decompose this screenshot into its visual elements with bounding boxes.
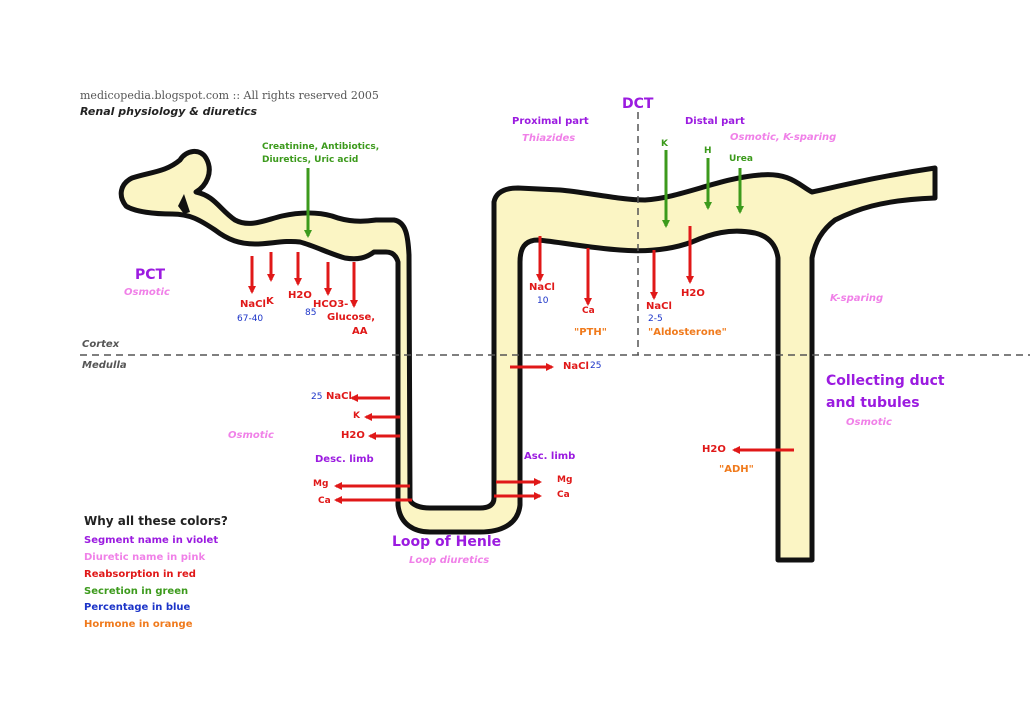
pct-segment-name: PCT [135,267,166,283]
collecting-osmotic: Osmotic [846,417,892,428]
pct-nacl-percentage: 67-40 [237,314,264,324]
desc-limb-label: Desc. limb [315,454,374,465]
dct-nacl-prox-label: NaCl [529,282,555,293]
pct-diuretic: Osmotic [124,287,170,298]
desc-nacl-label: NaCl [326,391,352,402]
dct-urea-secretion-label: Urea [729,154,753,164]
pct-secretion-line1: Creatinine, Antibiotics, [262,142,380,152]
page-title: Renal physiology & diuretics [80,105,258,118]
collecting-k-sparing: K-sparing [830,293,884,304]
dct-nacl-dist-percentage: 2-5 [648,314,663,324]
dct-distal-diuretic: Osmotic, K-sparing [730,132,837,143]
collecting-duct-name-line1: Collecting duct [826,373,945,389]
dct-nacl-dist-label: NaCl [646,301,672,312]
collecting-adh-hormone: "ADH" [719,464,754,475]
legend-item-green: Secretion in green [84,586,189,597]
loop-of-henle-name: Loop of Henle [392,534,502,550]
medulla-label: Medulla [82,360,127,371]
dct-k-secretion-label: K [661,139,668,149]
desc-mg-label: Mg [313,479,329,489]
dct-thiazides: Thiazides [522,133,576,144]
desc-k-label: K [353,411,360,421]
source-credit: medicopedia.blogspot.com :: All rights r… [80,89,379,102]
legend-item-pink: Diuretic name in pink [84,552,206,563]
pct-secretion-line2: Diuretics, Uric acid [262,155,359,165]
cortex-label: Cortex [82,339,120,350]
dct-aldosterone-hormone: "Aldosterone" [648,327,727,338]
asc-nacl-label: NaCl [563,361,589,372]
asc-limb-label: Asc. limb [524,451,576,462]
desc-h2o-label: H2O [341,430,365,441]
pct-hco3-label: HCO3- [313,299,349,310]
pct-nacl-label: NaCl [240,299,266,310]
nephron-tubule [118,149,938,563]
pct-k-label: K [266,296,274,307]
pct-hco3-percentage: 85 [305,308,317,318]
loop-diuretics: Loop diuretics [409,555,490,566]
dct-h-secretion-label: H [704,146,712,156]
asc-ca-label: Ca [557,490,570,500]
desc-ca-label: Ca [318,496,331,506]
dct-pth-hormone: "PTH" [574,327,607,338]
collecting-h2o-label: H2O [702,444,726,455]
collecting-duct-name-line2: and tubules [826,395,920,411]
desc-osmotic-diuretic: Osmotic [228,430,274,441]
pct-glucose-label: Glucose, [327,312,376,323]
legend-title: Why all these colors? [84,514,228,528]
pct-h2o-label: H2O [288,290,312,301]
asc-nacl-percentage: 25 [590,361,602,371]
legend-item-red: Reabsorption in red [84,569,196,580]
dct-nacl-prox-percentage: 10 [537,296,549,306]
legend-item-orange: Hormone in orange [84,619,193,630]
dct-ca-label: Ca [582,306,595,316]
dct-segment-name: DCT [622,96,654,112]
legend-item-violet: Segment name in violet [84,535,219,546]
glomerulus-notch [172,194,190,214]
dct-proximal-part: Proximal part [512,116,589,127]
legend-item-blue: Percentage in blue [84,602,191,613]
desc-nacl-percentage: 25 [311,392,323,402]
dct-distal-part: Distal part [685,116,745,127]
pct-aa-label: AA [352,326,368,337]
dct-h2o-label: H2O [681,288,705,299]
asc-mg-label: Mg [557,475,573,485]
